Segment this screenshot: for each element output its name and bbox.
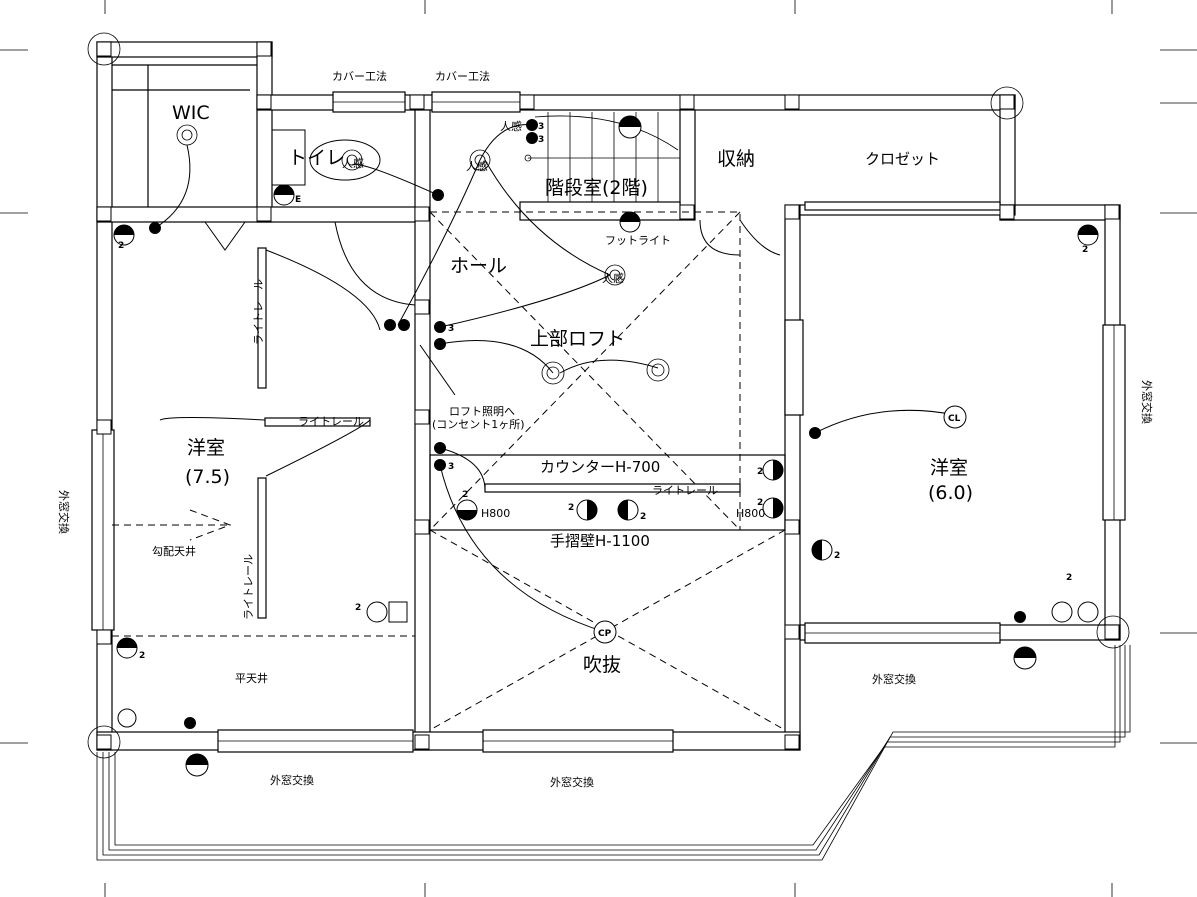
outlet-icon	[113, 224, 135, 246]
ceiling-light-icon	[943, 405, 967, 429]
note-light-rail: ライトレール	[298, 415, 364, 428]
outlet-icon	[116, 637, 138, 659]
count-label: 2	[118, 241, 124, 251]
room-hall: ホール	[450, 255, 507, 277]
note-loft-outlet: (コンセント1ヶ所)	[432, 418, 525, 431]
room-western-right: 洋室	[930, 457, 968, 479]
doors	[159, 129, 781, 477]
note-sensor: 人感	[342, 157, 364, 170]
room-closet: クロゼット	[865, 150, 940, 168]
note-light-rail: ライトレール	[242, 554, 255, 620]
count-label: 2	[640, 512, 646, 522]
outlet-icon	[762, 497, 784, 519]
note-sensor: 人感	[602, 272, 624, 285]
columns	[87, 32, 1130, 759]
note-light-rail: ライトレール	[652, 484, 718, 497]
note-flat-ceiling: 平天井	[235, 671, 268, 685]
downlight-icon	[541, 361, 565, 385]
note-window-replace: 外窓交換	[270, 773, 314, 787]
symbol-labels: CP CL E 3 3 3 3 2 2 2 2 2 2 2 2 2 2 2	[118, 122, 1088, 661]
balcony-outline	[96, 645, 1131, 861]
outlet-icon	[762, 459, 784, 481]
count-label: 2	[1082, 245, 1088, 255]
downlight-icon	[341, 149, 363, 171]
cp-label: CP	[598, 629, 612, 639]
stairs	[524, 112, 680, 202]
bracket-light-icon	[618, 115, 642, 139]
outlet-icon	[576, 499, 598, 521]
note-cover-method: カバー工法	[435, 69, 490, 83]
note-window-replace: 外窓交換	[57, 490, 71, 534]
outlet-icon	[273, 184, 295, 206]
note-light-rail: ライトレール	[252, 279, 265, 345]
bracket-light-icon	[185, 753, 209, 777]
note-sloped-ceiling: 勾配天井	[152, 544, 196, 558]
outlet-icon	[1077, 224, 1099, 246]
wiring	[154, 123, 956, 633]
note-counter: カウンターH-700	[540, 458, 660, 476]
count-label: 3	[448, 462, 454, 472]
note-handrail-wall: 手摺壁H-1100	[550, 532, 650, 550]
count-label: 3	[448, 324, 454, 334]
ceiling-pendant-icon	[593, 620, 617, 644]
note-h800: H800	[481, 507, 510, 520]
outlet-icon	[1051, 601, 1099, 623]
bracket-light-icon	[1013, 646, 1037, 670]
cl-label: CL	[948, 414, 961, 424]
outlet-icons	[113, 115, 1099, 777]
count-label: 3	[538, 135, 544, 145]
count-label: 2	[355, 603, 361, 613]
room-western-left: 洋室	[187, 437, 225, 459]
note-cover-method: カバー工法	[332, 69, 387, 83]
footlight-icon	[619, 211, 641, 233]
room-western-right-size: (6.0)	[928, 482, 973, 504]
note-window-replace: 外窓交換	[550, 775, 594, 789]
count-label: 3	[538, 122, 544, 132]
ceiling-lines	[112, 211, 786, 731]
room-toilet: トイレ	[288, 147, 345, 169]
room-labels: WIC トイレ 階段室(2階) 収納 クロゼット ホール 上部ロフト 洋室 (7…	[172, 102, 973, 676]
note-sensor: 人感	[500, 120, 522, 133]
count-label: 2	[462, 490, 468, 500]
outlet-icon	[811, 539, 833, 561]
count-label: 2	[1066, 573, 1072, 583]
note-window-replace: 外窓交換	[872, 672, 916, 686]
room-loft: 上部ロフト	[530, 328, 625, 350]
notes: カバー工法 カバー工法 人感 人感 人感 人感 フットライト ライトレール ライ…	[57, 69, 1154, 789]
outlet-icon	[617, 499, 639, 521]
downlight-icon	[176, 124, 198, 146]
downlight-icons	[176, 124, 670, 385]
switch-icons	[149, 119, 1026, 729]
downlight-icon	[469, 149, 491, 171]
windows	[91, 91, 1126, 753]
downlight-icon	[604, 264, 626, 286]
outlet-icon	[456, 499, 478, 521]
note-h800: H800	[736, 507, 765, 520]
outlet-icon	[366, 601, 408, 623]
note-window-replace: 外窓交換	[1140, 380, 1154, 424]
count-label: 2	[757, 467, 763, 477]
count-label: 2	[834, 551, 840, 561]
note-sensor: 人感	[466, 160, 488, 173]
count-label: 2	[139, 651, 145, 661]
e-label: E	[295, 195, 301, 205]
note-loft-light: ロフト照明へ	[449, 405, 515, 418]
room-storage: 収納	[717, 148, 755, 170]
walls	[96, 41, 1121, 751]
room-void: 吹抜	[583, 654, 621, 676]
room-wic: WIC	[172, 102, 210, 124]
downlight-icon	[646, 358, 670, 382]
room-western-left-size: (7.5)	[185, 466, 230, 488]
outlet-icon	[117, 708, 137, 728]
room-stair: 階段室(2階)	[545, 177, 648, 199]
count-label: 2	[568, 503, 574, 513]
count-label: 2	[757, 498, 763, 508]
note-footlight: フットライト	[605, 234, 671, 247]
